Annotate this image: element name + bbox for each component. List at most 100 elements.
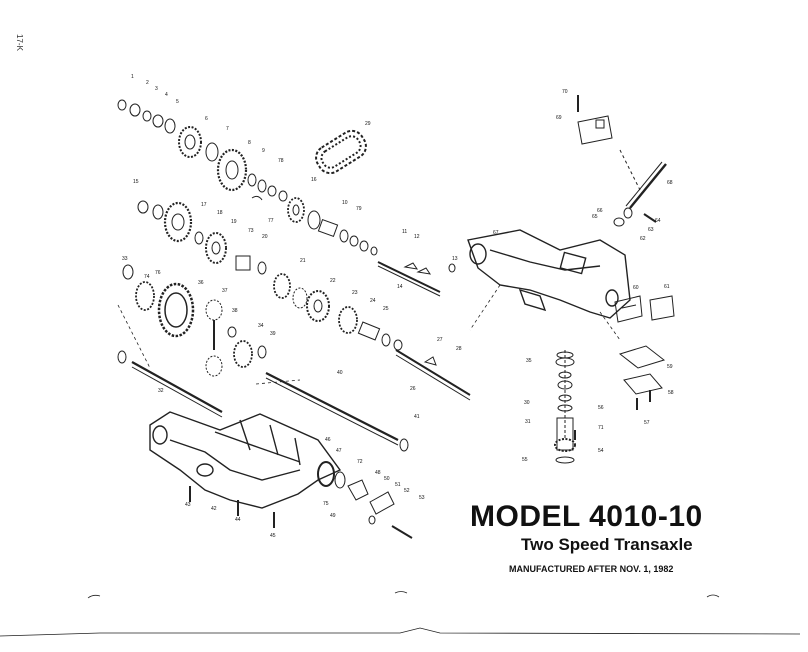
short-shaft bbox=[377, 261, 456, 297]
part-label: 74 bbox=[144, 274, 150, 280]
washer bbox=[370, 246, 378, 256]
part-label: 65 bbox=[592, 214, 598, 220]
sprocket-hub bbox=[292, 204, 300, 216]
part-label: 41 bbox=[414, 414, 420, 420]
left-axle bbox=[131, 361, 223, 413]
washer bbox=[137, 200, 149, 214]
part-label: 32 bbox=[158, 388, 164, 394]
part-label: 33 bbox=[122, 256, 128, 262]
part-label: 1 bbox=[131, 74, 134, 80]
drive-chain bbox=[315, 129, 367, 175]
brake-disc bbox=[317, 461, 335, 487]
washer bbox=[278, 190, 288, 202]
shift-stack bbox=[554, 350, 576, 464]
washer bbox=[152, 114, 164, 128]
shift-gear bbox=[554, 438, 576, 452]
part-label: 25 bbox=[383, 306, 389, 312]
part-label: 7 bbox=[226, 126, 229, 132]
part-label: 62 bbox=[640, 236, 646, 242]
part-label: 55 bbox=[522, 457, 528, 463]
part-label: 13 bbox=[452, 256, 458, 262]
part-label: 5 bbox=[176, 99, 179, 105]
cluster-gear bbox=[163, 201, 193, 243]
part-label: 77 bbox=[268, 218, 274, 224]
pinion bbox=[205, 355, 223, 377]
bracket bbox=[649, 295, 675, 321]
snap-ring bbox=[251, 195, 263, 201]
part-label: 24 bbox=[370, 298, 376, 304]
part-label: 31 bbox=[525, 419, 531, 425]
part-label: 4 bbox=[165, 92, 168, 98]
washer bbox=[393, 339, 403, 351]
large-gear bbox=[216, 148, 248, 192]
part-label: 19 bbox=[231, 219, 237, 225]
part-label: 34 bbox=[258, 323, 264, 329]
part-label: 10 bbox=[342, 200, 348, 206]
bevel-gear bbox=[135, 281, 155, 311]
part-label: 28 bbox=[456, 346, 462, 352]
gear-hub bbox=[211, 241, 221, 255]
part-label: 45 bbox=[270, 533, 276, 539]
lower-case-half bbox=[149, 411, 342, 528]
part-label: 73 bbox=[248, 228, 254, 234]
part-label: 17 bbox=[201, 202, 207, 208]
part-label: 2 bbox=[146, 80, 149, 86]
spacer bbox=[164, 118, 176, 134]
part-label: 43 bbox=[185, 502, 191, 508]
part-label: 21 bbox=[300, 258, 306, 264]
part-label: 59 bbox=[667, 364, 673, 370]
part-label: 42 bbox=[211, 506, 217, 512]
part-label: 76 bbox=[155, 270, 161, 276]
part-label: 40 bbox=[337, 370, 343, 376]
gear bbox=[273, 273, 291, 299]
part-label: 75 bbox=[323, 501, 329, 507]
gear bbox=[306, 290, 330, 322]
axles bbox=[117, 350, 409, 452]
right-axle bbox=[265, 372, 399, 441]
brake-lever bbox=[369, 491, 395, 515]
part-label: 15 bbox=[133, 179, 139, 185]
model-title: MODEL 4010-10 bbox=[470, 500, 703, 533]
adjust-bolt bbox=[391, 525, 413, 539]
bushing bbox=[357, 321, 381, 341]
manufacture-note: MANUFACTURED AFTER NOV. 1, 1982 bbox=[509, 564, 674, 574]
part-label: 56 bbox=[598, 405, 604, 411]
construction-lines bbox=[117, 284, 621, 385]
spacer bbox=[152, 204, 164, 220]
gear-hub bbox=[184, 134, 196, 150]
shift-collar bbox=[235, 255, 251, 271]
part-label: 67 bbox=[493, 230, 499, 236]
part-label: 35 bbox=[526, 358, 532, 364]
part-label: 30 bbox=[524, 400, 530, 406]
shift-shaft bbox=[613, 161, 667, 227]
part-label: 20 bbox=[262, 234, 268, 240]
part-label: 36 bbox=[198, 280, 204, 286]
washer bbox=[227, 326, 237, 338]
part-label: 47 bbox=[336, 448, 342, 454]
sprocket bbox=[338, 306, 358, 334]
part-label: 57 bbox=[644, 420, 650, 426]
part-label: 78 bbox=[278, 158, 284, 164]
gear bbox=[205, 232, 227, 264]
gear bbox=[178, 126, 202, 158]
differential-parts bbox=[122, 264, 267, 377]
collar bbox=[205, 142, 219, 162]
gear-hub bbox=[313, 299, 323, 313]
part-label: 12 bbox=[414, 234, 420, 240]
bushing bbox=[317, 218, 339, 238]
part-label: 39 bbox=[270, 331, 276, 337]
part-label: 46 bbox=[325, 437, 331, 443]
large-gear-hub bbox=[225, 160, 239, 180]
part-label: 66 bbox=[597, 208, 603, 214]
part-label: 68 bbox=[667, 180, 673, 186]
part-label: 29 bbox=[365, 121, 371, 127]
upper-shaft-parts bbox=[117, 99, 378, 256]
washer bbox=[257, 261, 267, 275]
part-label: 50 bbox=[384, 476, 390, 482]
upper-case-half bbox=[467, 229, 631, 319]
shift-fork bbox=[577, 95, 641, 191]
axle-washer bbox=[117, 350, 127, 364]
part-label: 11 bbox=[402, 229, 407, 235]
washer bbox=[257, 179, 267, 193]
